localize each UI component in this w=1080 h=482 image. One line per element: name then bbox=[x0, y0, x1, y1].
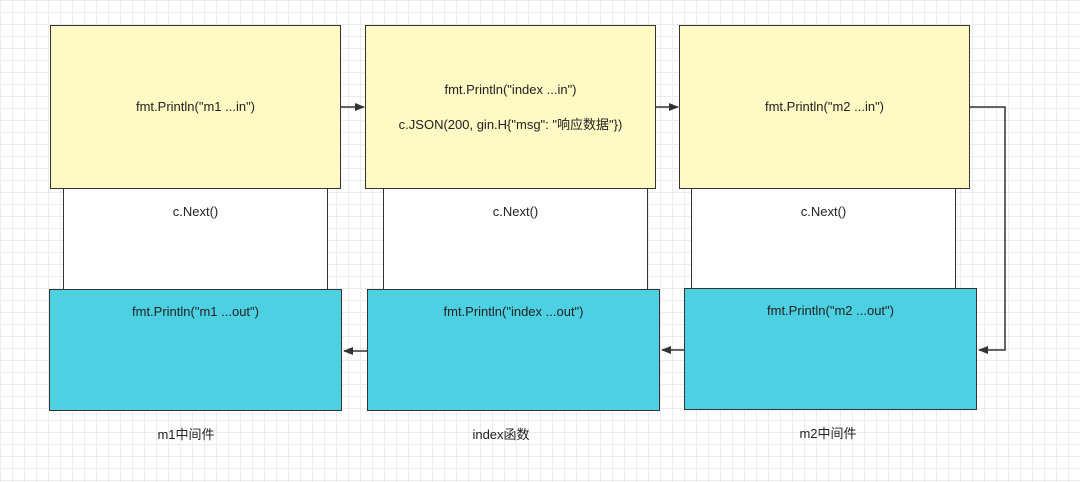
m1-next-text: c.Next() bbox=[172, 204, 219, 219]
m1-out-text: fmt.Println("m1 ...out") bbox=[132, 304, 259, 319]
m1-out-box: fmt.Println("m1 ...out") bbox=[49, 289, 342, 411]
index-in-box: fmt.Println("index ...in") c.JSON(200, g… bbox=[365, 25, 656, 189]
m2-in-text: fmt.Println("m2 ...in") bbox=[764, 99, 885, 114]
index-caption: index函数 bbox=[472, 427, 530, 442]
index-out-text: fmt.Println("index ...out") bbox=[443, 304, 584, 319]
m2-out-text: fmt.Println("m2 ...out") bbox=[767, 303, 894, 318]
index-in-text-2: c.JSON(200, gin.H{"msg": "响应数据"}) bbox=[398, 116, 623, 132]
m1-in-box: fmt.Println("m1 ...in") bbox=[50, 25, 341, 189]
m1-caption: m1中间件 bbox=[157, 427, 215, 442]
m2-in-box: fmt.Println("m2 ...in") bbox=[679, 25, 970, 189]
index-in-text-1: fmt.Println("index ...in") bbox=[444, 81, 577, 97]
index-next-text: c.Next() bbox=[492, 204, 539, 219]
m1-next-box: c.Next() bbox=[63, 187, 328, 291]
m2-caption: m2中间件 bbox=[799, 426, 857, 441]
m1-in-text: fmt.Println("m1 ...in") bbox=[135, 99, 256, 114]
m2-next-text: c.Next() bbox=[800, 204, 847, 219]
arrow-m2-in-to-m2-out bbox=[970, 106, 1006, 354]
index-out-box: fmt.Println("index ...out") bbox=[367, 289, 660, 411]
m2-out-box: fmt.Println("m2 ...out") bbox=[684, 288, 977, 410]
